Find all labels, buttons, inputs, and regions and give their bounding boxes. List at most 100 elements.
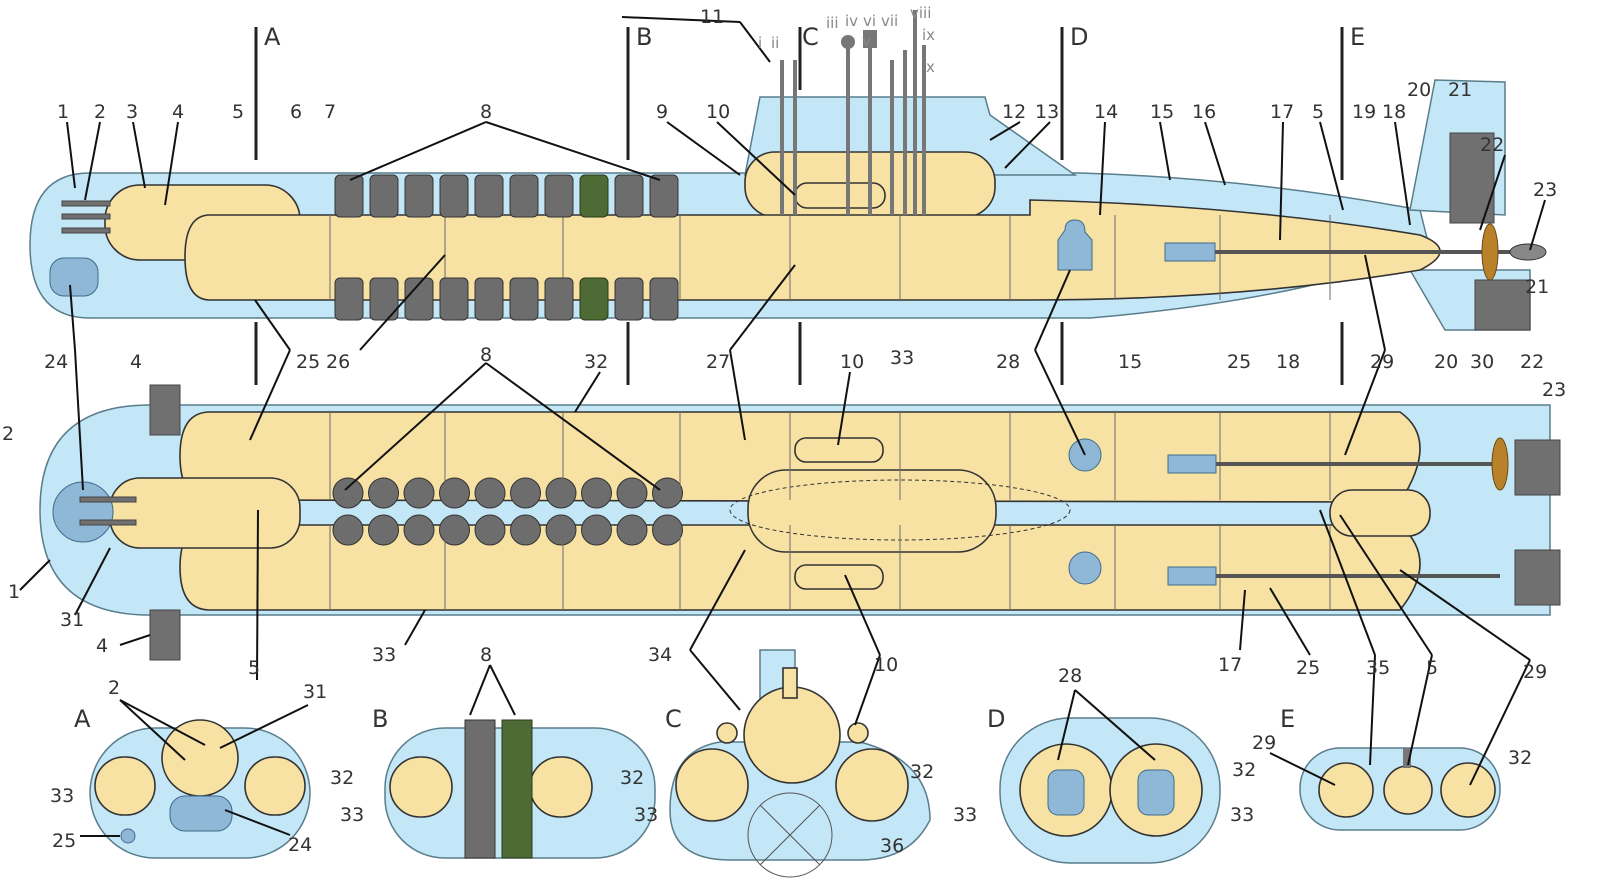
missile-tube [403,477,435,509]
section-letter-D: D [1070,23,1088,51]
callout-28: 28 [996,351,1020,373]
callout-34: 34 [648,644,672,666]
missile-tube [510,477,541,509]
callout-21: 21 [1525,276,1549,298]
missile-tube [616,514,648,546]
missile-tube [509,277,539,321]
missile-tubes-plan [332,477,683,546]
callout-17: 17 [1218,654,1242,676]
callout-12: 12 [1002,101,1026,123]
missile-tube [581,514,612,546]
callout-33: 33 [953,804,977,826]
missile-tube [439,514,470,546]
propeller-plan-1 [1491,437,1509,491]
callout-10: 10 [706,101,730,123]
propeller-side [1481,223,1499,281]
callout-32: 32 [1508,747,1532,769]
callout-16: 16 [1192,101,1216,123]
missile-tube [439,277,469,321]
callout-29: 29 [1370,351,1394,373]
section-b [384,719,656,859]
escape-pod-plan-2 [794,564,884,590]
missile-tube [579,277,609,321]
callout-25: 25 [1227,351,1251,373]
callout-32: 32 [1232,759,1256,781]
callout-32: 32 [910,761,934,783]
mast-numeral-iii: iii [826,14,839,32]
callout-32: 32 [330,767,354,789]
mast-numeral-vi: vi [863,12,876,30]
callout-33: 33 [1230,804,1254,826]
callout-30: 30 [1470,351,1494,373]
callout-21: 21 [1448,79,1472,101]
callout-33: 33 [50,785,74,807]
torpedo-tubes-plan [79,496,137,526]
callout-20: 20 [1434,351,1458,373]
callout-14: 14 [1094,101,1118,123]
callout-5: 5 [232,101,244,123]
turbine-plan-1 [1167,454,1217,474]
reactor-side [1057,219,1093,271]
hydroplane-lower [149,609,181,661]
leader-lines [19,16,1546,837]
turbine-plan-2 [1167,566,1217,586]
hatch-capsule-side [49,257,99,297]
callout-4: 4 [172,101,184,123]
callout-18: 18 [1276,351,1300,373]
section-letter-E: E [1280,705,1295,733]
callout-31: 31 [303,681,327,703]
callout-23: 23 [1542,379,1566,401]
section-c [669,649,931,878]
mast-numeral-i: i [758,34,762,52]
callout-3: 3 [126,101,138,123]
fairing-side [1509,243,1547,261]
mast-numeral-viii: viii [910,4,931,22]
missile-tube [614,174,644,218]
missile-tube [474,174,504,218]
missile-tube [332,477,364,509]
section-letter-C: C [665,705,682,733]
mast-numeral-x: x [926,58,935,76]
torpedo-room-plan [109,477,301,549]
missile-tube [368,514,399,546]
callout-7: 7 [324,101,336,123]
missile-tube [474,514,506,546]
missile-tube [439,477,470,509]
callout-25: 25 [296,351,320,373]
callout-22: 22 [1520,351,1544,373]
callout-4: 4 [130,351,142,373]
callout-8: 8 [480,344,492,366]
callout-9: 9 [656,101,668,123]
callout-13: 13 [1035,101,1059,123]
callout-31: 31 [60,609,84,631]
missile-tube [332,514,364,546]
aft-module-plan [1329,489,1431,537]
callout-10: 10 [874,654,898,676]
missile-tube [474,477,506,509]
callout-2: 2 [108,677,120,699]
callout-23: 23 [1533,179,1557,201]
main-pressure-hull-side [184,199,1441,301]
callout-1: 1 [8,581,20,603]
missile-tube [544,174,574,218]
bulkheads-plan [329,412,1331,610]
reactor-plan-2 [1068,551,1102,585]
section-letter-B: B [636,23,652,51]
missile-tube [649,277,679,321]
callout-10: 10 [840,351,864,373]
callout-33: 33 [372,644,396,666]
section-d [999,717,1221,864]
callout-17: 17 [1270,101,1294,123]
mast-numeral-iv: iv [845,12,858,30]
callout-32: 32 [584,351,608,373]
callout-2: 2 [2,423,14,445]
callout-2: 2 [94,101,106,123]
nozzle-plan-1 [1514,439,1561,496]
callout-5: 5 [1312,101,1324,123]
missile-tube [334,277,364,321]
hydroplane-upper [149,384,181,436]
missile-tube [614,277,644,321]
callout-24: 24 [44,351,68,373]
missile-tube [652,514,683,546]
